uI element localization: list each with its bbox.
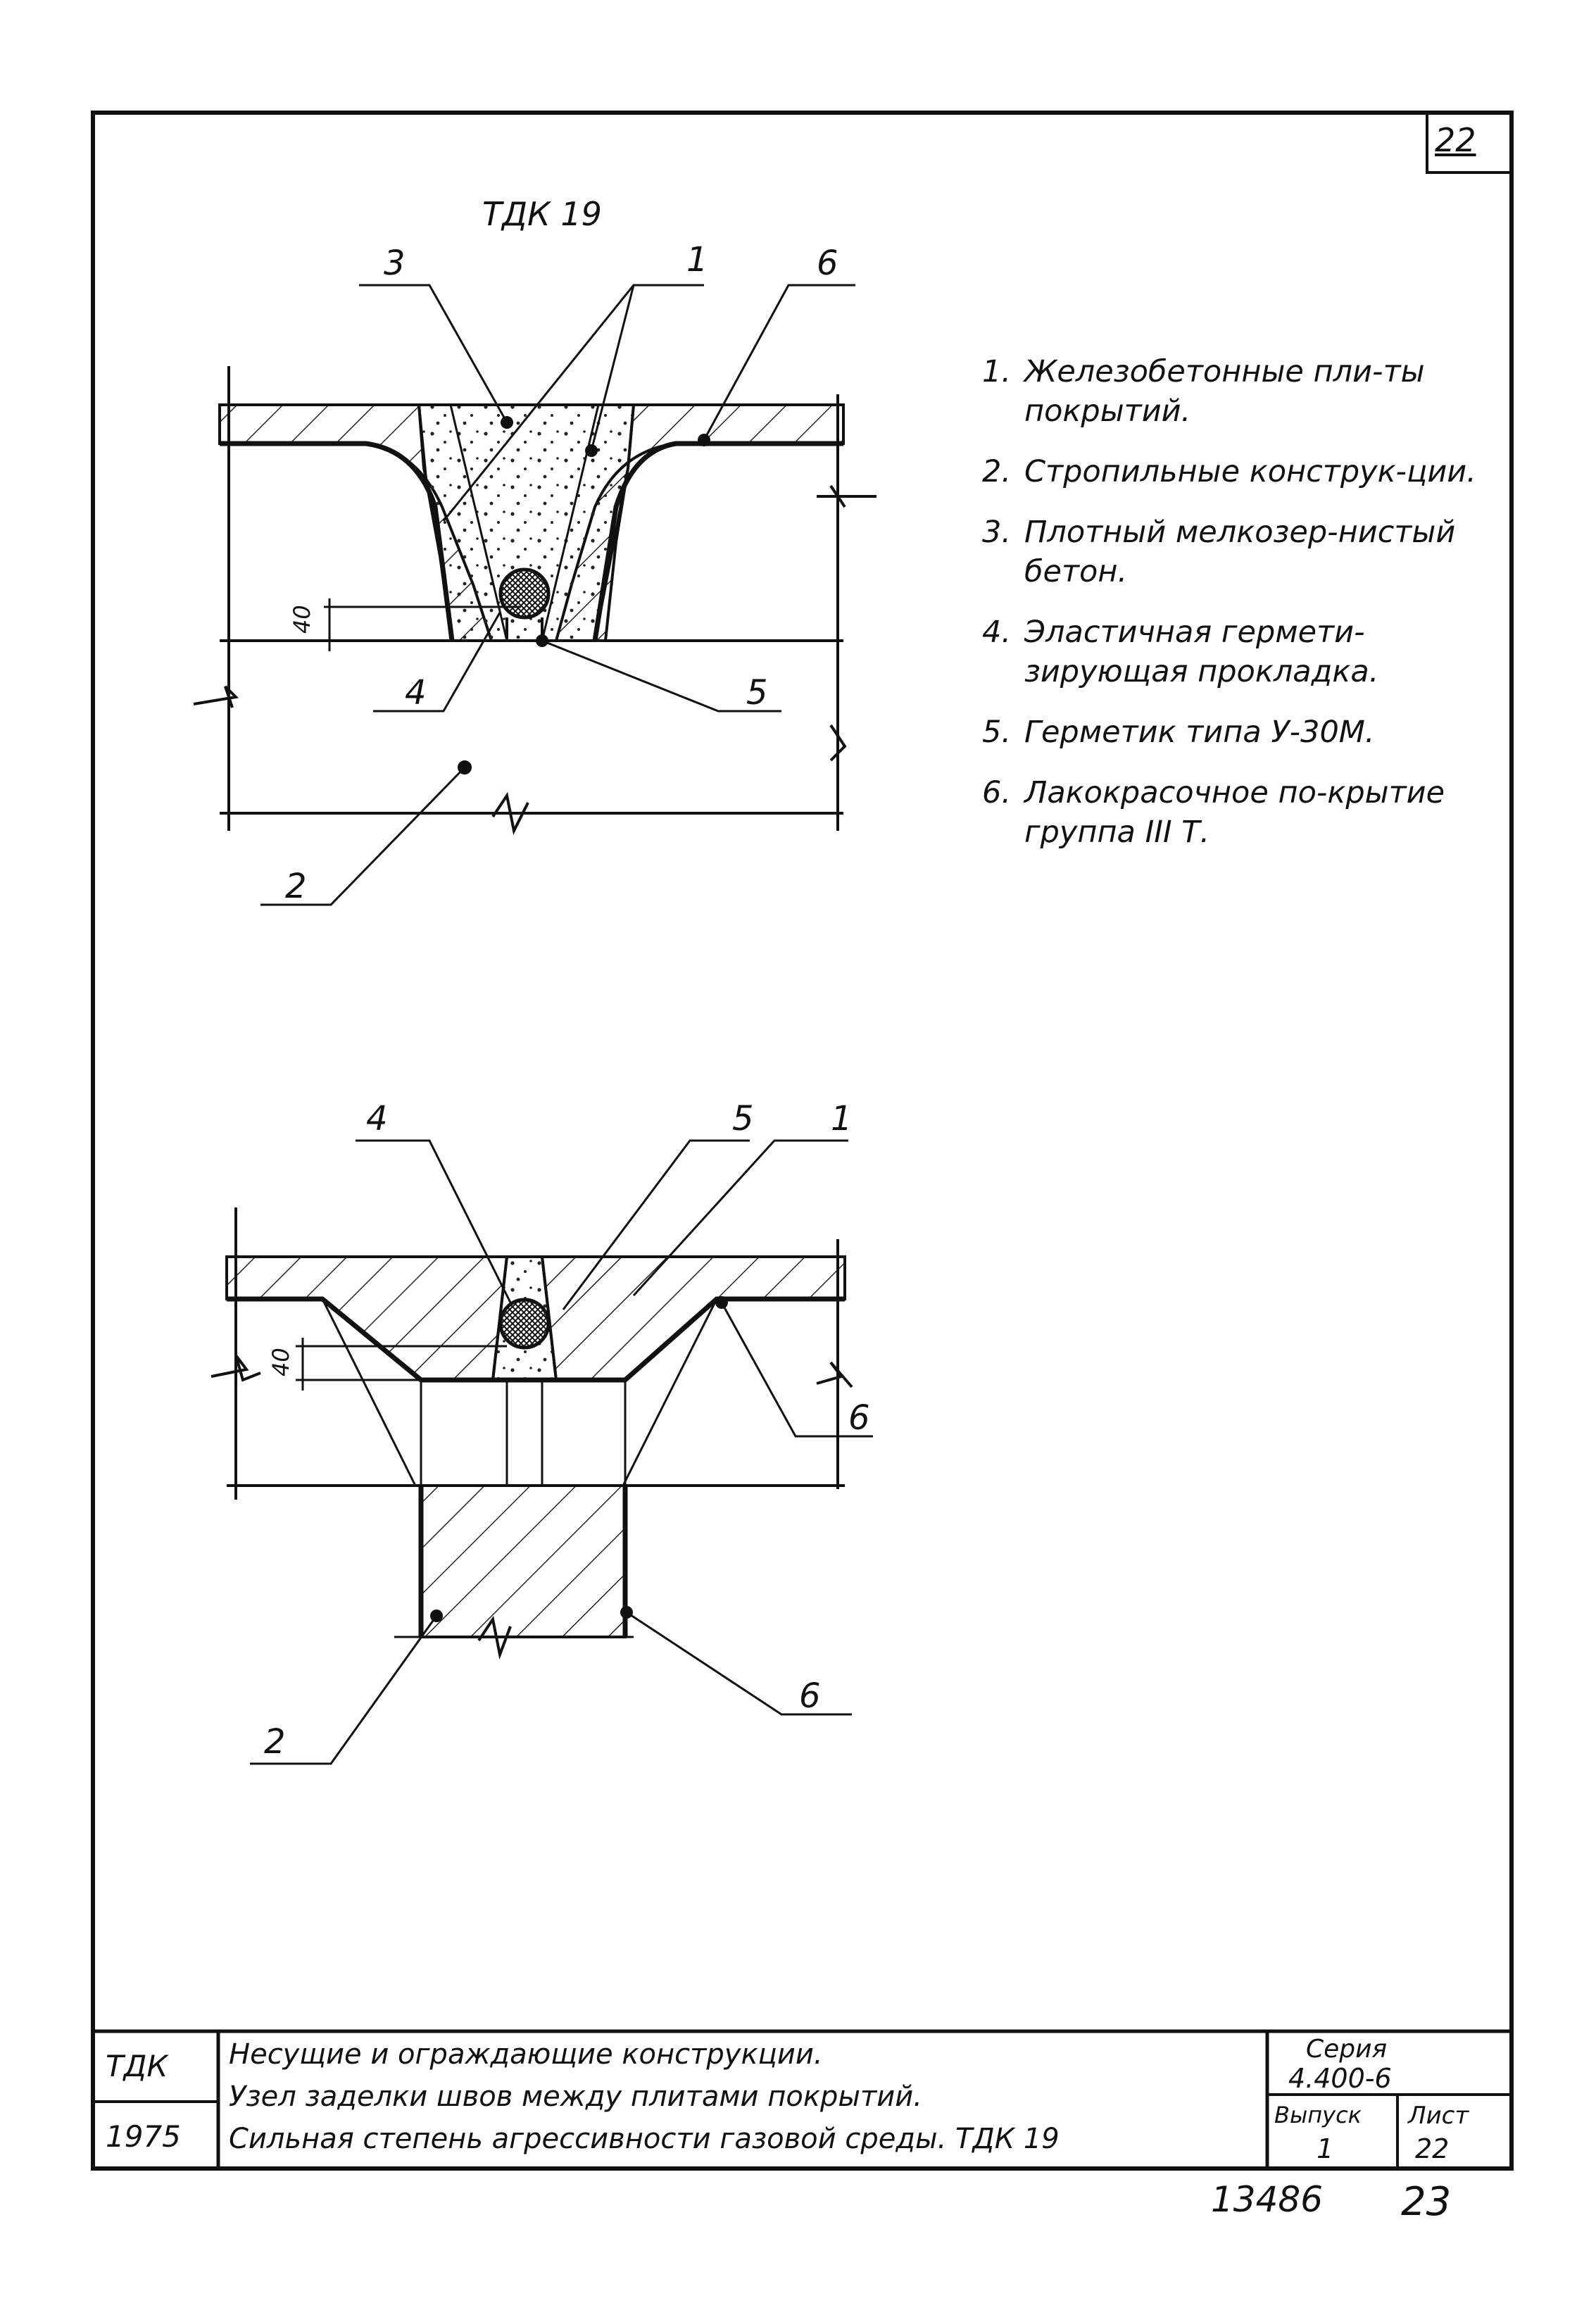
legend-number: 4. xyxy=(982,615,1012,650)
legend-number: 2. xyxy=(982,454,1012,489)
title-block-year: 1975 xyxy=(106,2119,181,2154)
series-value: 4.400-6 xyxy=(1288,2063,1392,2094)
dimension-40: 40 xyxy=(289,605,315,634)
sheet-number: 22 xyxy=(1435,121,1476,159)
callout-2-5: 5 xyxy=(732,1099,754,1138)
sheet-frame xyxy=(91,111,1514,2171)
title-block-line-1: Несущие и ограждающие конструкции. xyxy=(229,2038,823,2071)
callout-6: 6 xyxy=(817,244,838,283)
callout-2-2: 2 xyxy=(264,1722,286,1762)
legend-text: Эластичная гермети-зирующая прокладка. xyxy=(1024,615,1379,689)
callout-1: 1 xyxy=(686,240,708,280)
issue-value: 1 xyxy=(1317,2133,1334,2164)
sheet-value: 22 xyxy=(1415,2133,1450,2164)
legend-item: 1. Железобетонные пли-ты покрытий. xyxy=(982,352,1517,431)
diagram-2 xyxy=(211,1139,873,1765)
legend-item: 6. Лакокрасочное по-крытие группа III Т. xyxy=(982,773,1517,852)
callout-2-6b: 6 xyxy=(799,1676,821,1716)
series-label: Серия xyxy=(1306,2035,1388,2064)
legend-text: Стропильные конструк-ции. xyxy=(1024,454,1476,489)
issue-label: Выпуск xyxy=(1274,2102,1362,2128)
sheet-label: Лист xyxy=(1408,2102,1469,2130)
page-number: 23 xyxy=(1401,2179,1452,2225)
legend-number: 5. xyxy=(982,715,1012,750)
callout-2-4: 4 xyxy=(366,1099,388,1138)
legend-text: Железобетонные пли-ты покрытий. xyxy=(1024,354,1425,429)
diagram-1-title: ТДК 19 xyxy=(482,195,602,233)
title-block-line-3: Сильная степень агрессивности газовой ср… xyxy=(229,2123,1060,2155)
legend-text: Плотный мелкозер-нистый бетон. xyxy=(1024,515,1456,589)
callout-3: 3 xyxy=(384,244,406,283)
legend-text: Герметик типа У-30М. xyxy=(1024,715,1375,750)
truss-block xyxy=(420,1484,627,1638)
legend-item: 5. Герметик типа У-30М. xyxy=(982,713,1517,752)
legend-item: 2. Стропильные конструк-ции. xyxy=(982,452,1517,491)
legend-number: 6. xyxy=(982,775,1012,810)
legend-number: 1. xyxy=(982,354,1012,389)
dimension-2-40: 40 xyxy=(268,1348,294,1376)
archive-number: 13486 xyxy=(1211,2179,1324,2220)
legend-item: 3. Плотный мелкозер-нистый бетон. xyxy=(982,513,1517,591)
legend-number: 3. xyxy=(982,515,1012,550)
callout-2: 2 xyxy=(285,867,307,906)
title-block-code: ТДК xyxy=(106,2049,168,2083)
diagram-1 xyxy=(193,284,876,906)
legend-text: Лакокрасочное по-крытие группа III Т. xyxy=(1024,775,1445,850)
legend-item: 4. Эластичная гермети-зирующая прокладка… xyxy=(982,613,1517,691)
title-block-line-2: Узел заделки швов между плитами покрытий… xyxy=(229,2081,922,2113)
legend: 1. Железобетонные пли-ты покрытий. 2. Ст… xyxy=(982,352,1517,873)
gasket-2 xyxy=(498,1298,551,1350)
gasket-1 xyxy=(498,567,551,620)
callout-5: 5 xyxy=(746,673,768,713)
title-block-frame xyxy=(93,2029,1512,2169)
callout-2-1: 1 xyxy=(831,1099,853,1138)
callout-2-6a: 6 xyxy=(848,1398,870,1438)
callout-4: 4 xyxy=(405,673,427,713)
